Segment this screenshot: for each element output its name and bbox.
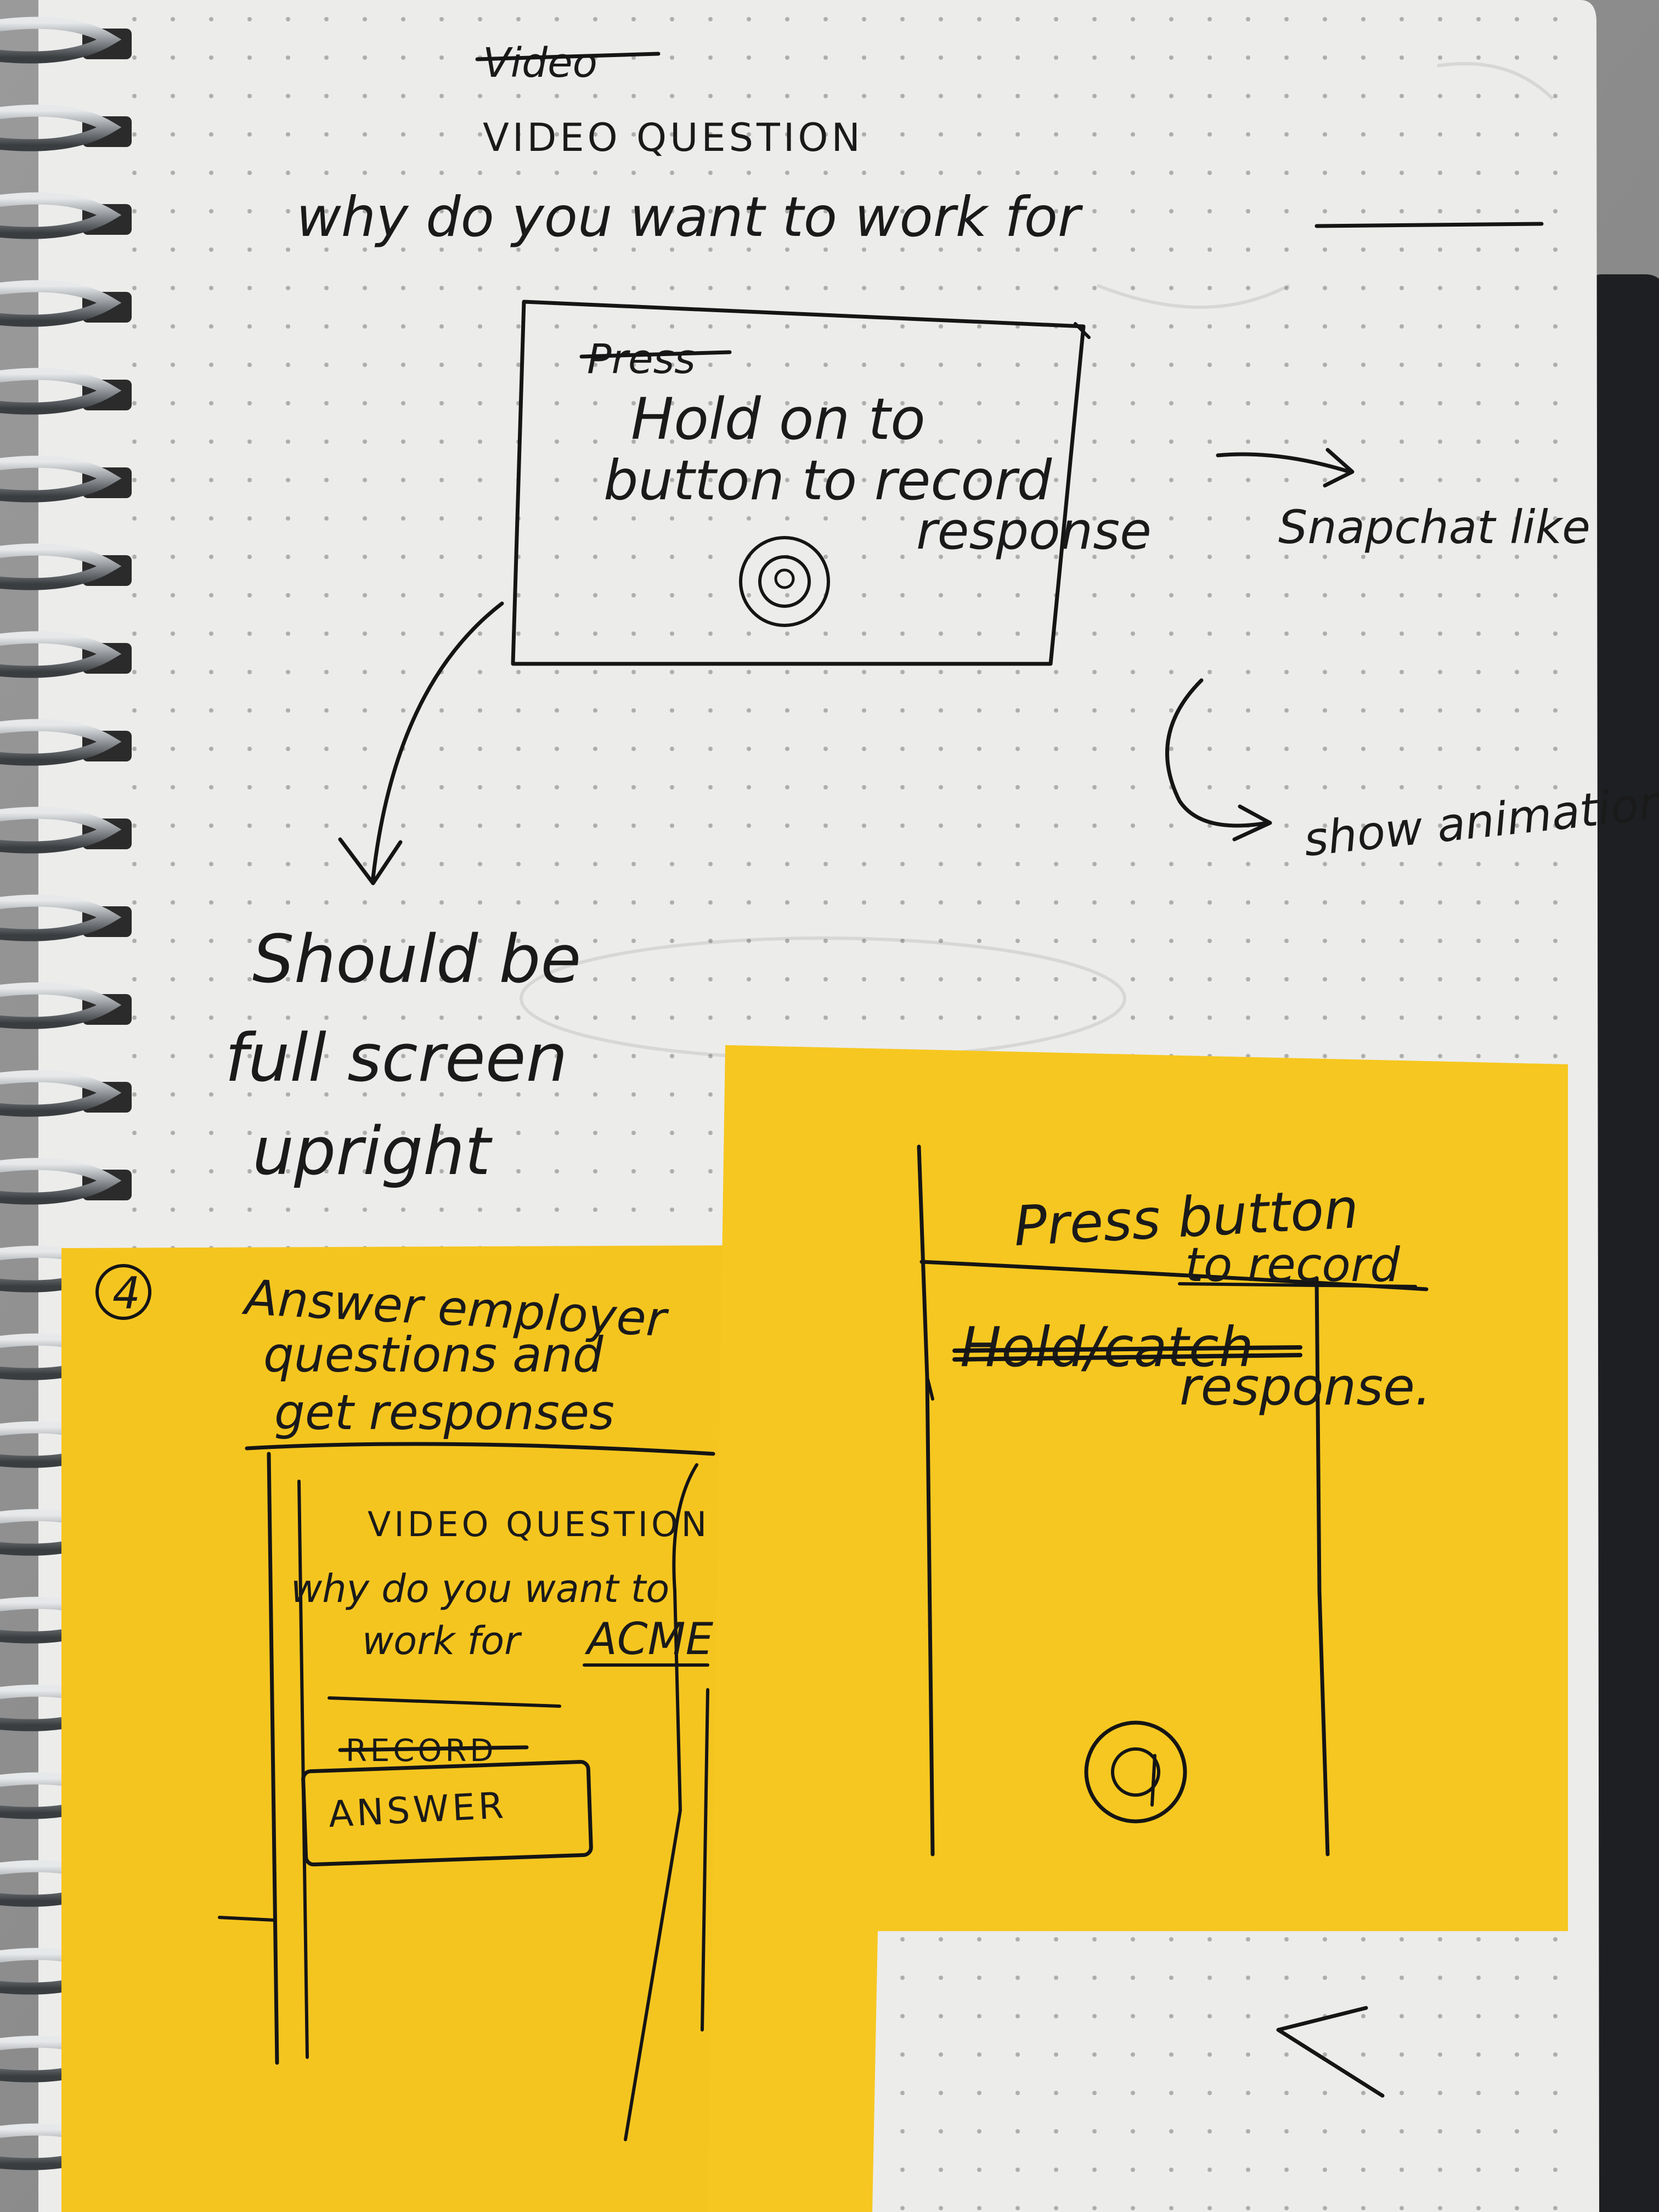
- phone-company: ACME: [584, 1613, 714, 1664]
- spiral-ring: [0, 280, 122, 327]
- frame-line2: button to record: [603, 448, 1052, 512]
- spiral-ring: [0, 368, 122, 415]
- frame-line1: Hold on to: [631, 386, 926, 453]
- frame-line3: response: [916, 501, 1152, 561]
- laptop-case: [1580, 274, 1659, 2212]
- sticky-note-left: 4 Answer employer questions and get resp…: [61, 1245, 738, 2212]
- spiral-ring: [0, 894, 122, 941]
- sketch-frame: [511, 300, 1086, 666]
- sticky-right-paper: [708, 1045, 1568, 2212]
- question-prompt: why do you want to work for: [296, 185, 1084, 249]
- phone-wireframe: VIDEO QUESTION why do you want to work f…: [218, 1442, 715, 2141]
- answer-button-label: ANSWER: [328, 1784, 508, 1836]
- sticky-left-title-2: questions and: [263, 1327, 604, 1383]
- spiral-ring: [0, 631, 122, 678]
- arrow-right: [1216, 448, 1355, 488]
- spiral-ring: [0, 455, 122, 503]
- step-number: 4: [112, 1268, 140, 1319]
- record-button-icon: [739, 536, 830, 627]
- spiral-ring: [0, 719, 122, 766]
- answer-button: [301, 1759, 593, 1867]
- phone-question-1: why do you want to: [291, 1566, 669, 1611]
- note-snapchat: Snapchat like: [1278, 500, 1590, 554]
- phone-heading: VIDEO QUESTION: [368, 1504, 710, 1544]
- phone-question-2: work for: [362, 1618, 522, 1663]
- sticky-left-paper: [61, 1245, 738, 2212]
- page-heading: VIDEO QUESTION: [483, 115, 864, 160]
- spiral-ring: [0, 543, 122, 590]
- note-fullscreen-3: upright: [252, 1114, 493, 1190]
- sticky-note-right: Press button to record Hold/catch respon…: [708, 1045, 1568, 2212]
- step-badge: 4: [95, 1264, 151, 1320]
- spiral-ring: [0, 1070, 122, 1117]
- spiral-ring: [0, 192, 122, 239]
- arrow-curve: [1165, 678, 1272, 842]
- spiral-ring: [0, 1158, 122, 1205]
- company-blank: [1314, 222, 1544, 228]
- spiral-ring: [0, 104, 122, 151]
- spiral-ring: [0, 982, 122, 1029]
- spiral-ring: [0, 16, 122, 64]
- sticky-left-title-3: get responses: [274, 1384, 614, 1441]
- arrow-down: [338, 601, 504, 885]
- right-instruction-3: response.: [1180, 1357, 1431, 1417]
- note-fullscreen-1: Should be: [252, 922, 581, 998]
- record-button-icon-right: [1084, 1720, 1187, 1824]
- phone-wireframe-right: Press button to record Hold/catch respon…: [917, 1144, 1431, 1857]
- back-chevron-icon: [1276, 2006, 1385, 2098]
- spiral-ring: [0, 806, 122, 854]
- struck-title: Video: [483, 40, 597, 87]
- frame-struck-word: Press: [587, 336, 696, 383]
- note-fullscreen-2: full screen: [225, 1020, 568, 1097]
